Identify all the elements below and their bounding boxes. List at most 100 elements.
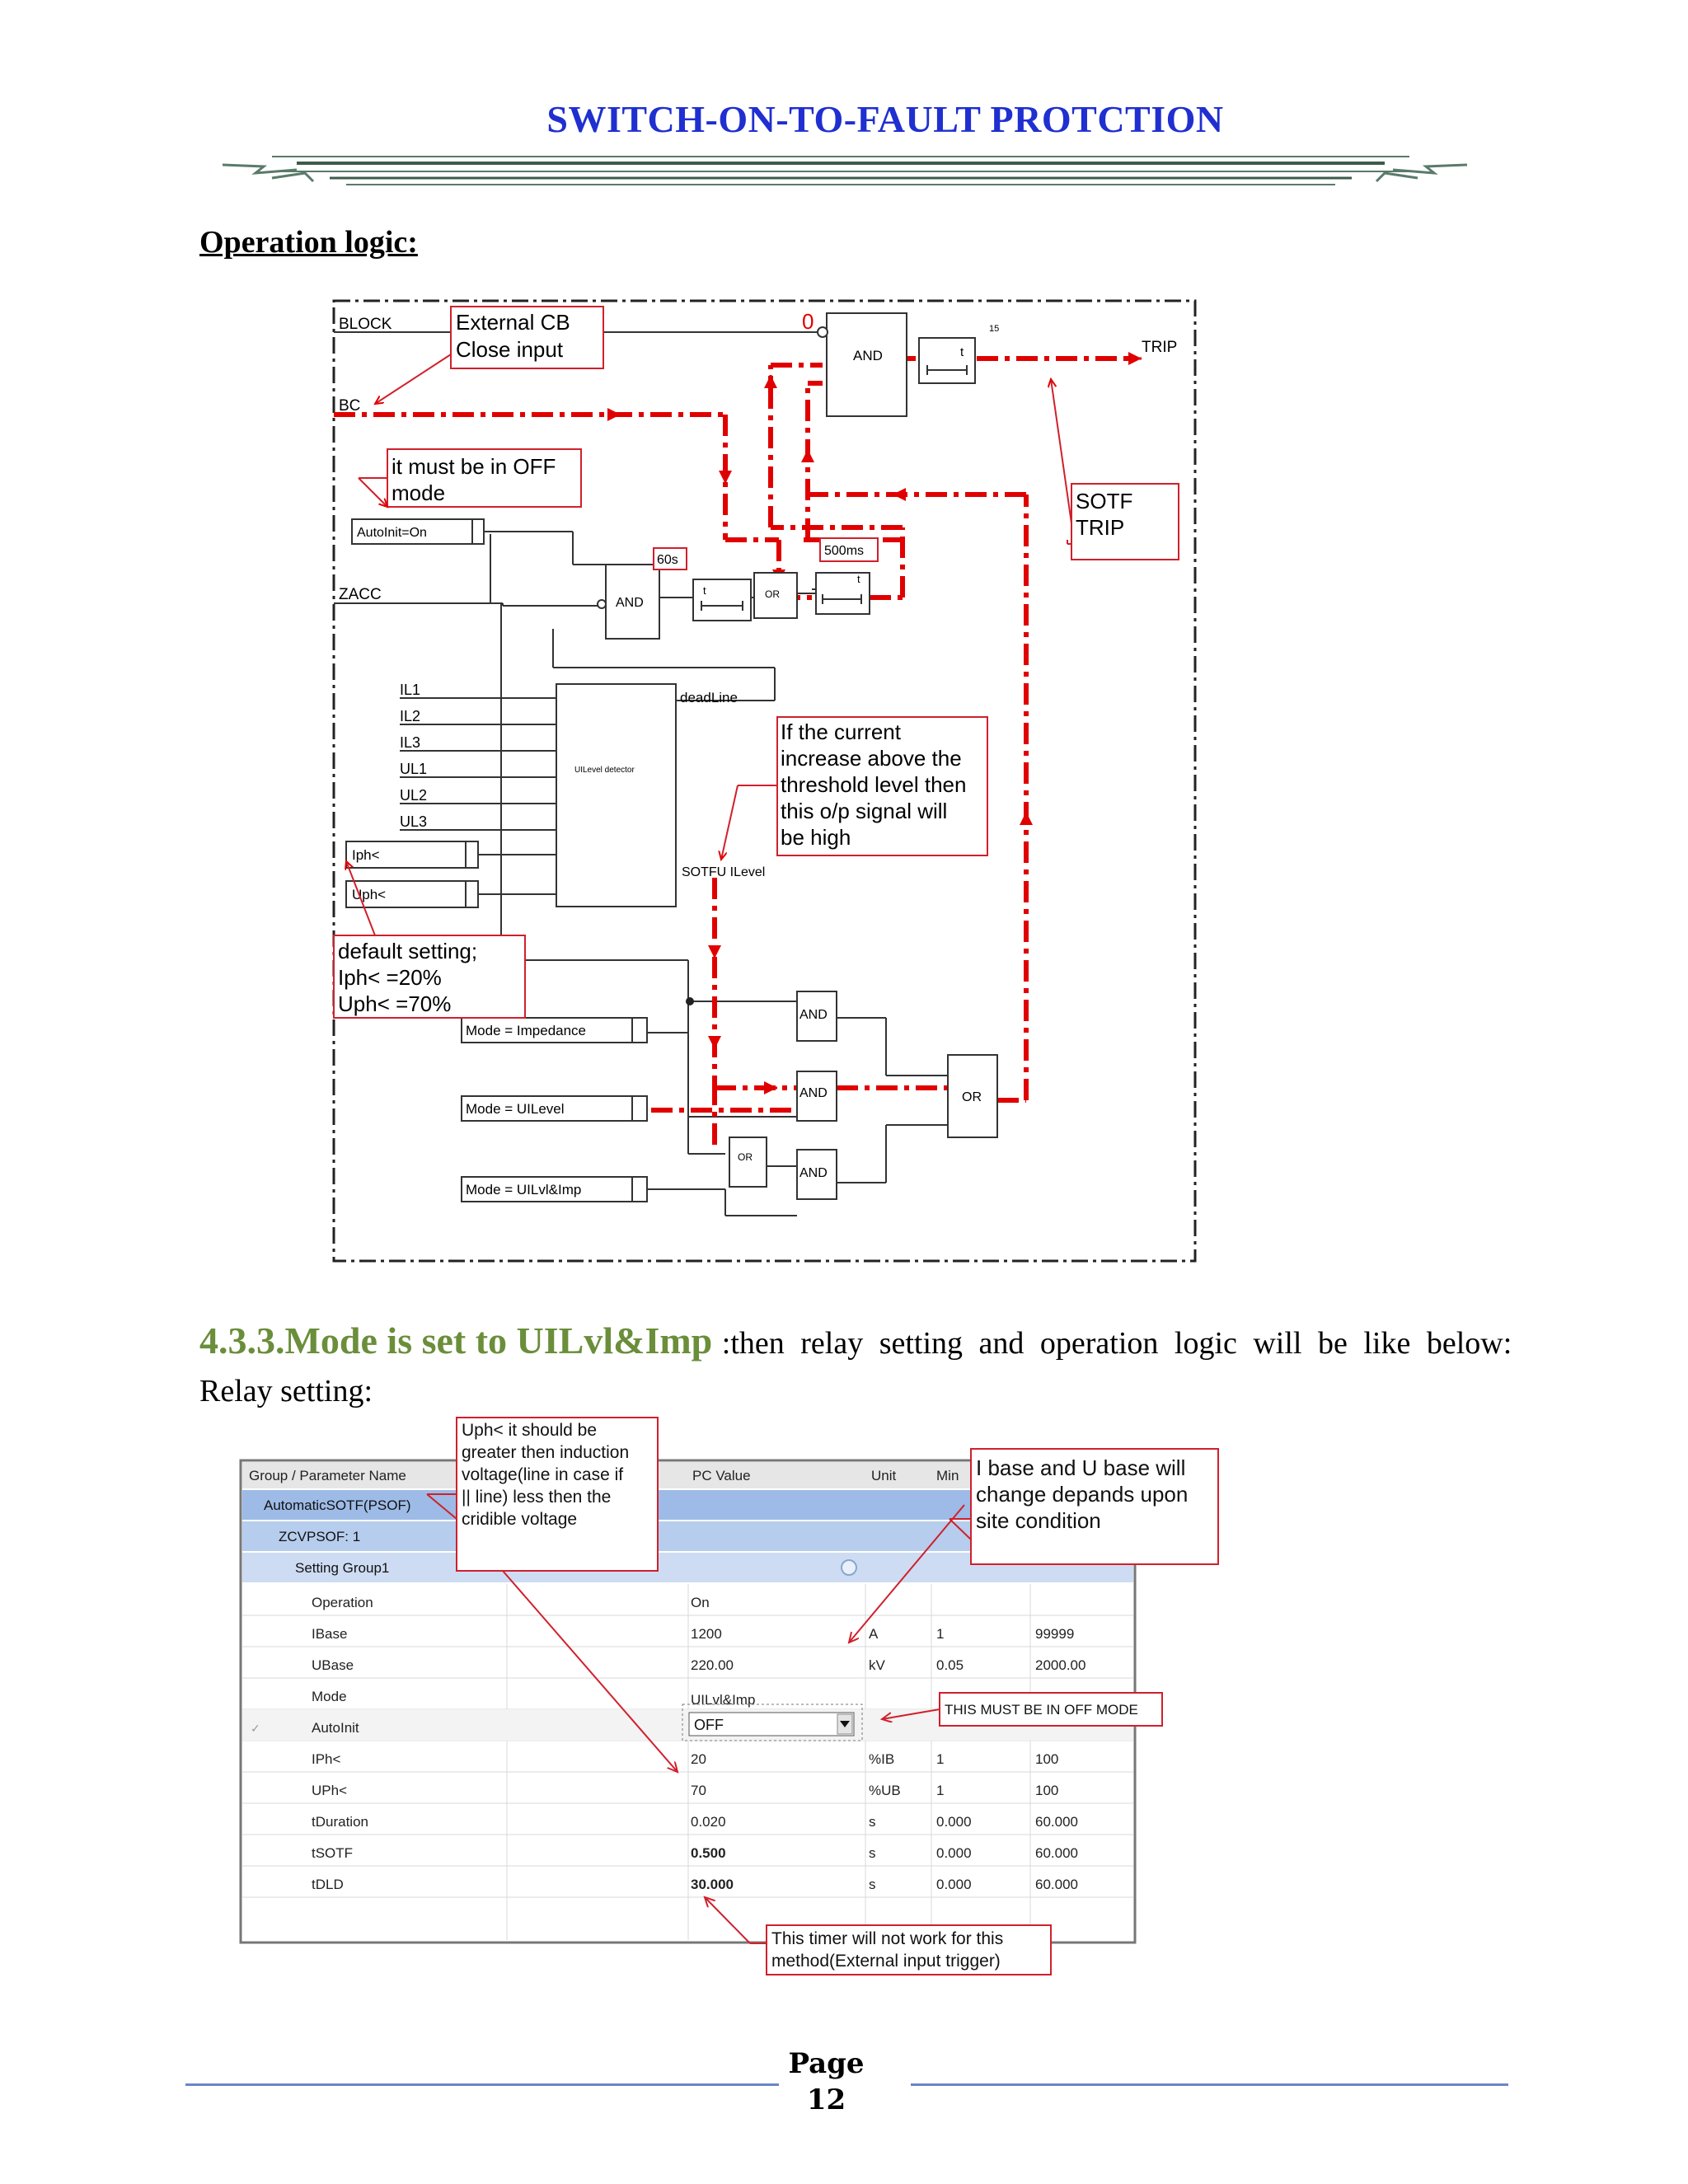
tree-psof-label: AutomaticSOTF(PSOF) [264,1497,411,1513]
row-tdld-name: tDLD [312,1877,344,1892]
row-operation-value[interactable]: On [691,1595,710,1610]
row-ubase-value[interactable]: 220.00 [691,1657,734,1673]
row-iph-value[interactable]: 20 [691,1751,706,1767]
row-ibase-name: IBase [312,1626,347,1642]
row-mode-value[interactable]: UILvl&Imp [691,1692,755,1708]
iph-label: Iph< [352,847,380,863]
page-number: 12 [806,2083,846,2116]
row-tduration-name: tDuration [312,1814,368,1830]
row-tsotf-value[interactable]: 0.500 [691,1845,726,1861]
row-tduration-value[interactable]: 0.020 [691,1814,726,1830]
relay-settings-table: Group / Parameter Name PC Value Unit Min… [239,1417,1219,1975]
section-4-3-3-title: 4.3.3.Mode is set to UILvl&Imp [199,1319,713,1361]
autoinit-select[interactable] [688,1712,855,1736]
page-title: SWITCH-ON-TO-FAULT PROTCTION [546,98,1224,140]
row-mode-name: Mode [312,1689,347,1704]
title-divider-ornament [223,156,1467,185]
ul2-label: UL2 [400,787,427,804]
row-iph-min: 1 [936,1751,944,1767]
callout-base-1: I base and U base will [976,1455,1185,1480]
or-gate-output-label: OR [962,1090,982,1104]
zacc-label: ZACC [339,586,382,603]
uilevel-detector-label: UILevel detector [574,766,635,775]
row-tduration-unit: s [869,1814,876,1830]
row-iph-max: 100 [1035,1751,1058,1767]
zero-label: 0 [802,309,814,334]
uph-setting [345,880,479,908]
iph-setting [345,841,479,869]
autoinit-label: AutoInit=On [357,526,427,540]
sotfu-label: SOTFU ILevel [682,865,765,879]
header-unit: Unit [871,1468,897,1483]
row-tduration-max: 60.000 [1035,1814,1078,1830]
tree-zcvpsof-label: ZCVPSOF: 1 [279,1529,360,1544]
callout-off-mode-1: it must be in OFF [392,454,556,479]
callout-uph-2: greater then induction [462,1443,629,1462]
page-number-block: Page 12 [775,2046,878,2118]
and-gate-uilvlimp-label: AND [799,1166,828,1180]
or-gate-small-label: OR [765,588,780,600]
timer-15-label: 15 [989,324,999,334]
timer-500ms-value: 500ms [824,544,864,558]
row-tdld-value[interactable]: 30.000 [691,1877,734,1892]
callout-base-3: site condition [976,1508,1101,1533]
callout-current-2: increase above the [781,746,962,771]
row-ibase-max: 99999 [1035,1626,1074,1642]
timer-60s-value: 60s [657,553,678,567]
autoinit-setting [351,518,485,545]
diagram-frame [332,299,1197,1263]
il2-label: IL2 [400,708,420,724]
callout-uph-4: || line) less then the [462,1488,611,1507]
and-gate-zacc [605,564,660,640]
page-label: Page [788,2047,865,2080]
ul3-label: UL3 [400,813,427,830]
callout-default-2: Iph< =20% [338,965,442,990]
timer-500ms-t: t [857,573,860,585]
row-tsotf-unit: s [869,1845,876,1861]
mode-impedance-label: Mode = Impedance [466,1023,586,1038]
mode-impedance-setting [461,1017,648,1043]
and-gate-zacc-label: AND [616,596,644,610]
row-ubase-min: 0.05 [936,1657,964,1673]
and-gate-impedance [796,991,837,1042]
or-gate-small [753,572,798,619]
row-autoinit-name: AutoInit [312,1720,359,1736]
relay-setting-label: Relay setting: [199,1374,373,1408]
and-gate-uilvlimp [796,1149,837,1200]
row-tdld-unit: s [869,1877,876,1892]
mode-uilvlimp-setting [461,1176,648,1202]
header-group-parameter: Group / Parameter Name [249,1468,406,1483]
row-ubase-name: UBase [312,1657,354,1673]
block-label: BLOCK [339,316,392,333]
row-uph-min: 1 [936,1783,944,1798]
and-gate-trip-label: AND [853,348,883,363]
section-4-3-3-tail: :then relay setting and operation logic … [721,1326,1512,1361]
row-tdld-min: 0.000 [936,1877,972,1892]
row-uph-name: UPh< [312,1783,347,1798]
bc-label: BC [339,397,360,415]
autoinit-select-value: OFF [694,1717,724,1733]
row-ibase-unit: A [869,1626,879,1642]
timer-500ms [815,572,870,615]
row-ibase-min: 1 [936,1626,944,1642]
tree-setting-group1-label: Setting Group1 [295,1560,389,1576]
deadline-label: deadLine [680,690,738,705]
row-tduration-min: 0.000 [936,1814,972,1830]
edit-marker-icon: ✓ [251,1722,260,1735]
mode-uilvlimp-label: Mode = UILvl&Imp [466,1182,581,1197]
section-4-3-3-heading: 4.3.3.Mode is set to UILvl&Imp :then rel… [199,1319,1512,1362]
row-ibase-value[interactable]: 1200 [691,1626,722,1642]
callout-base-2: change depands upon [976,1482,1188,1507]
timer-60s-t: t [703,584,706,597]
callout-must-off: THIS MUST BE IN OFF MODE [945,1702,1138,1718]
callout-off-mode-2: mode [392,480,445,505]
row-tsotf-max: 60.000 [1035,1845,1078,1861]
check-icon [841,1559,857,1576]
and-gate-uilevel-label: AND [799,1086,828,1100]
and-gate-trip [826,312,907,417]
row-uph-value[interactable]: 70 [691,1783,706,1798]
row-iph-unit: %IB [869,1751,894,1767]
settings-rows: Operation On IBase 1200 A 1 99999 UBase … [242,1584,1133,1940]
callout-timer-2: method(External input trigger) [771,1952,1001,1971]
row-tdld-max: 60.000 [1035,1877,1078,1892]
